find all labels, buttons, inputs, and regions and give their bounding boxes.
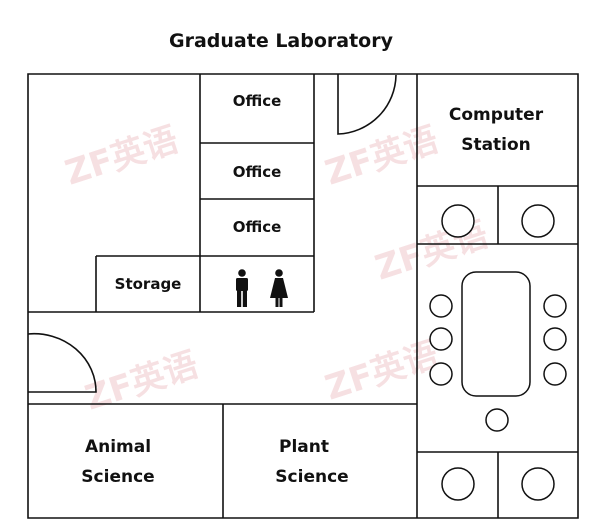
chair-right-1 bbox=[543, 294, 567, 318]
seat-bottom-left bbox=[441, 467, 475, 501]
chair-left-1 bbox=[429, 294, 453, 318]
male-toilet-icon bbox=[236, 269, 248, 307]
chair-left-2 bbox=[429, 327, 453, 351]
chair-bottom bbox=[485, 408, 509, 432]
watermark-1: ZF英语 bbox=[60, 120, 183, 194]
watermark-3: ZF英语 bbox=[80, 345, 203, 419]
office-label-3: Office bbox=[233, 218, 282, 236]
walls bbox=[27, 73, 579, 519]
seat-top-right bbox=[521, 204, 555, 238]
female-toilet-icon bbox=[270, 269, 288, 307]
animal-science-label-line1: Animal bbox=[85, 437, 151, 457]
chair-right-2 bbox=[543, 327, 567, 351]
office-label-2: Office bbox=[233, 163, 282, 181]
office-label-1: Office bbox=[233, 92, 282, 110]
door-top bbox=[337, 74, 397, 135]
watermark-4: ZF英语 bbox=[320, 335, 443, 409]
animal-science-label-line2: Science bbox=[81, 467, 154, 487]
plant-science-label-line2: Science bbox=[275, 467, 348, 487]
outer-wall bbox=[27, 73, 579, 519]
door-left bbox=[27, 332, 97, 393]
watermark-2: ZF英语 bbox=[320, 120, 443, 194]
doors bbox=[27, 74, 397, 393]
seat-bottom-right bbox=[521, 467, 555, 501]
chair-right-3 bbox=[543, 362, 567, 386]
meeting-table bbox=[461, 271, 531, 397]
chair-left-3 bbox=[429, 362, 453, 386]
seat-top-left bbox=[441, 204, 475, 238]
furniture bbox=[429, 204, 567, 501]
plan-title: Graduate Laboratory bbox=[169, 30, 394, 52]
storage-label: Storage bbox=[115, 275, 182, 293]
computer-station-label-line2: Station bbox=[461, 135, 531, 155]
computer-station-label-line1: Computer bbox=[449, 105, 544, 125]
plant-science-label-line1: Plant bbox=[279, 437, 329, 457]
